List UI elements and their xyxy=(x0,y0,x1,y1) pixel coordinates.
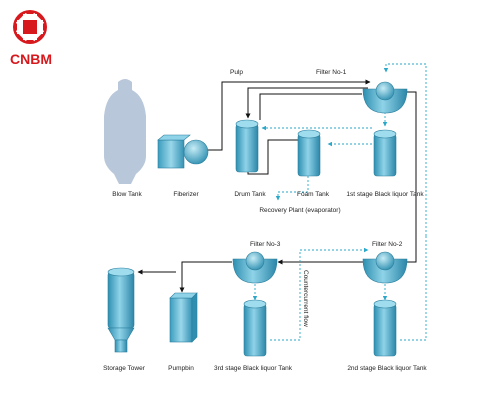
blow-tank xyxy=(104,79,146,184)
label-blow-tank: Blow Tank xyxy=(112,191,142,198)
filter-no3 xyxy=(232,251,278,284)
filter-no1 xyxy=(362,81,408,114)
label-foam-tank: Foam Tank xyxy=(297,191,330,198)
pulp-line xyxy=(137,79,417,293)
stage3-black-liquor-tank xyxy=(243,299,267,357)
label-filter2: Filter No-2 xyxy=(372,241,403,248)
fiberizer xyxy=(157,134,209,169)
label-stage2-tank: 2nd stage Black liquor Tank xyxy=(347,365,427,372)
storage-tower xyxy=(107,267,135,353)
label-filter1: Filter No-1 xyxy=(316,69,347,76)
foam-tank xyxy=(297,129,321,177)
label-stage1-tank: 1st stage Black liquor Tank xyxy=(346,191,424,198)
liquor-line xyxy=(252,63,427,341)
label-fiberizer: Fiberizer xyxy=(173,191,199,198)
drum-tank xyxy=(235,119,259,173)
brand-name: CNBM xyxy=(10,51,52,67)
label-countercurrent-flow: Countercurrent flow xyxy=(302,270,309,327)
label-pumpbin: Pumpbin xyxy=(168,365,194,372)
label-filter3: Filter No-3 xyxy=(250,241,281,248)
cnbm-logo: CNBM xyxy=(10,10,52,67)
cnbm-emblem-icon xyxy=(13,10,47,44)
label-drum-tank: Drum Tank xyxy=(234,191,266,198)
label-pulp: Pulp xyxy=(230,69,243,76)
stage1-black-liquor-tank xyxy=(373,129,397,177)
label-stage3-tank: 3rd stage Black liquor Tank xyxy=(214,365,293,372)
stage2-black-liquor-tank xyxy=(373,299,397,357)
label-recovery-plant: Recovery Plant (evaporator) xyxy=(259,207,340,214)
pumpbin xyxy=(169,292,198,343)
label-storage-tower: Storage Tower xyxy=(103,365,146,372)
filter-no2 xyxy=(362,251,408,284)
